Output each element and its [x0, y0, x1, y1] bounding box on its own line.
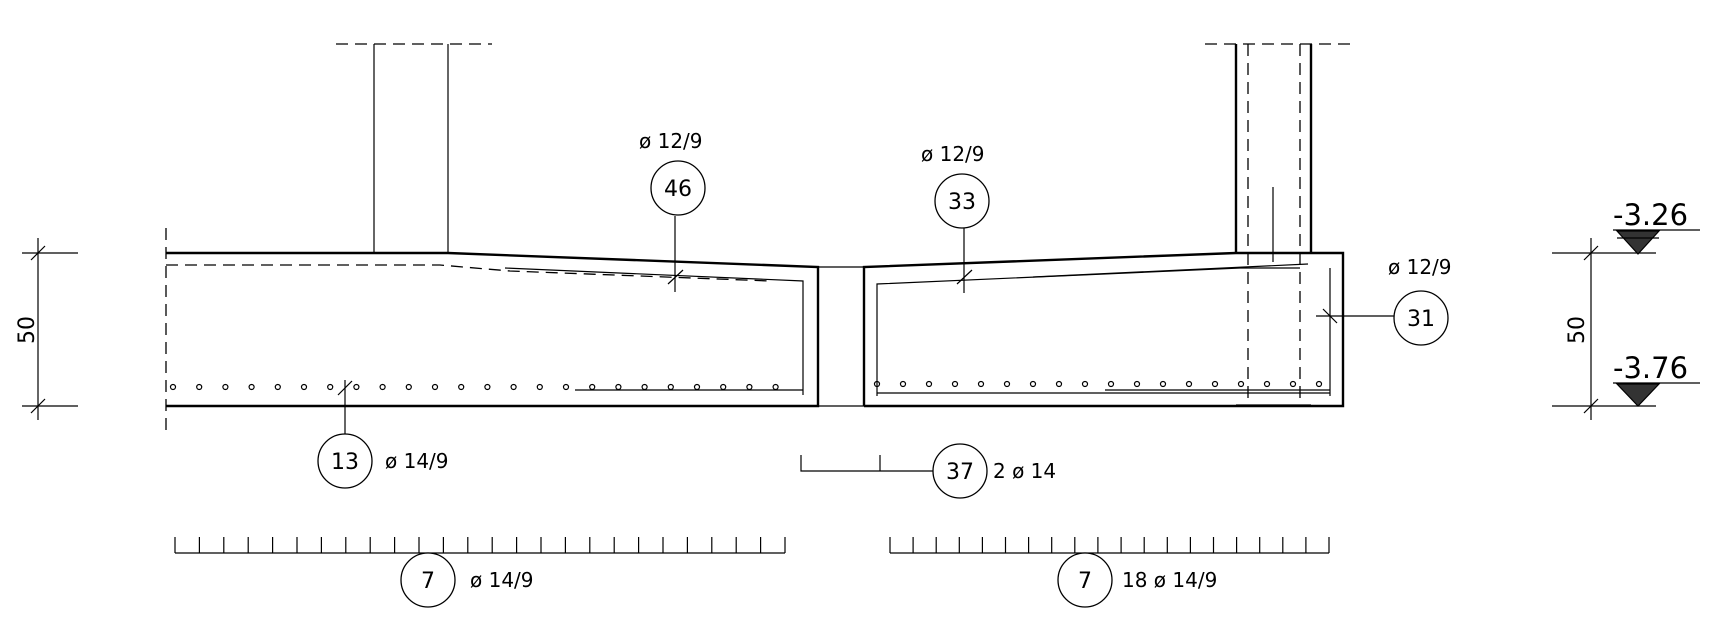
rebar-dot: [1185, 380, 1193, 388]
right-slab: [862, 251, 1345, 408]
bar-mark-7-left-spec: ø 14/9: [470, 568, 534, 592]
bar-mark-13-id: 13: [331, 450, 359, 475]
rebar-dot: [667, 383, 674, 391]
rebar-dot: [746, 383, 753, 391]
rebar-dot: [405, 383, 412, 391]
right-wall: [1205, 43, 1350, 406]
rebar-dot: [353, 383, 360, 391]
distribution-left-ticks: [174, 537, 786, 553]
rebar-dot: [1315, 380, 1323, 388]
bottom-rebar-dots: [169, 380, 1323, 391]
rebar-dot: [899, 380, 907, 388]
level-top-label: -3.26: [1613, 198, 1688, 232]
bar-mark-13-spec: ø 14/9: [385, 449, 449, 473]
bar-mark-7-right[interactable]: 7 18 ø 14/9: [1057, 552, 1217, 608]
bar-mark-7-left-id: 7: [421, 569, 435, 594]
bar-mark-7-right-id: 7: [1078, 569, 1092, 594]
rebar-dot: [274, 383, 281, 391]
bar-mark-46[interactable]: 46 ø 12/9: [639, 129, 706, 292]
distribution-left: [174, 537, 786, 554]
bar-mark-7-right-spec: 18 ø 14/9: [1122, 568, 1217, 592]
rebar-dot: [222, 383, 229, 391]
rebar-dot: [925, 380, 933, 388]
left-slab: [165, 228, 820, 432]
rebar-dot: [641, 383, 648, 391]
bar-mark-31-id: 31: [1407, 307, 1435, 332]
rebar-dot: [977, 380, 985, 388]
rebar-dot: [1055, 380, 1063, 388]
level-marker-bottom: -3.76: [1613, 351, 1700, 407]
rebar-dot: [615, 383, 622, 391]
right-height-label: 50: [1565, 316, 1590, 344]
rebar-dot: [1107, 380, 1115, 388]
bar-mark-31[interactable]: 31 ø 12/9: [1316, 255, 1452, 346]
rebar-dot: [300, 383, 308, 391]
level-bottom-label: -3.76: [1613, 351, 1688, 385]
bar-mark-33-id: 33: [948, 190, 976, 215]
level-bottom-triangle: [1615, 383, 1661, 407]
distribution-right-ticks: [889, 537, 1330, 553]
rebar-dot: [510, 383, 517, 391]
bar-mark-31-spec: ø 12/9: [1388, 255, 1452, 279]
left-height-label: 50: [15, 316, 40, 344]
rebar-dot: [1133, 380, 1141, 388]
bar-mark-33-spec: ø 12/9: [921, 142, 985, 166]
middle-gap: [818, 266, 864, 407]
rebar-dot: [951, 380, 959, 388]
rebar-dot: [1159, 380, 1167, 388]
rebar-dot: [1029, 380, 1037, 388]
left-wall: [336, 43, 492, 253]
rebar-dot: [772, 383, 779, 391]
rebar-dot: [196, 383, 203, 391]
left-height-dimension: 50: [15, 238, 78, 420]
rebar-dot: [431, 383, 439, 391]
rebar-dot: [1081, 380, 1089, 388]
rebar-dot: [589, 383, 596, 391]
bar-mark-46-id: 46: [664, 177, 692, 202]
rebar-dot: [1003, 380, 1011, 388]
bar-mark-46-spec: ø 12/9: [639, 129, 703, 153]
right-height-dimension: 50: [1552, 238, 1656, 420]
rebar-dot: [873, 380, 881, 388]
rebar-dot: [327, 383, 334, 391]
rebar-dot: [562, 383, 570, 391]
rebar-dot: [379, 383, 386, 391]
bar-mark-7-left[interactable]: 7 ø 14/9: [400, 552, 534, 608]
rebar-dot: [169, 383, 177, 391]
rebar-dot: [720, 383, 727, 391]
rebar-dot: [1263, 380, 1271, 388]
bar-mark-13[interactable]: 13 ø 14/9: [317, 380, 449, 489]
rebar-dot: [484, 383, 491, 391]
rebar-dot: [1211, 380, 1219, 388]
rebar-dot: [248, 383, 255, 391]
level-top-triangle: [1615, 230, 1661, 255]
bar-mark-37[interactable]: 37 2 ø 14: [800, 443, 1056, 499]
level-marker-top: -3.26: [1613, 198, 1700, 255]
rebar-dot: [458, 383, 465, 391]
rebar-dot: [536, 383, 543, 391]
bar-mark-37-spec: 2 ø 14: [993, 459, 1056, 483]
rebar-dot: [693, 383, 701, 391]
bar-mark-37-id: 37: [946, 460, 974, 485]
bar-mark-33[interactable]: 33 ø 12/9: [921, 142, 990, 293]
rebar-dot: [1289, 380, 1297, 388]
distribution-right: [889, 537, 1330, 554]
rebar-dot: [1237, 380, 1245, 388]
